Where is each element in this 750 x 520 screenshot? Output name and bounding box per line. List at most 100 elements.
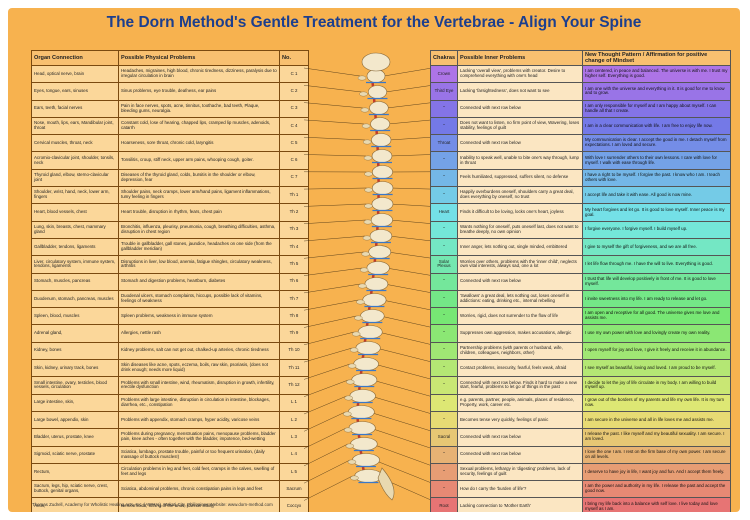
chakra-connector-line — [369, 411, 433, 432]
organ-connector-line — [304, 363, 351, 380]
vertebra — [354, 469, 383, 483]
organ-connector-line — [304, 395, 347, 415]
header-organ-connection: Organ Connection — [31, 50, 119, 66]
organ-connector-line — [304, 137, 366, 141]
organ-row: Sacrum, legs, hip, sciatic nerve, crest,… — [31, 480, 309, 499]
physical-problems-cell: Constant cold, lose of hearing, chapped … — [118, 116, 280, 136]
chakra-connector-line — [385, 85, 433, 93]
vertebra-process — [347, 459, 357, 465]
organ-connector-line — [304, 267, 363, 276]
organ-connection-cell: Liver, circulatory system, immune system… — [31, 255, 119, 274]
affirmation-cell: I accept life and take it with ease. All… — [582, 186, 731, 205]
inner-problem-cell: Sexual problems, lethargy in 'digesting'… — [457, 462, 583, 482]
header-physical-problems: Possible Physical Problems — [118, 50, 280, 66]
inner-problem-cell: Connected with next row below. Finds it … — [457, 376, 583, 395]
vertebra-number-cell: Coccyx — [279, 497, 309, 512]
header-number: No. — [279, 50, 309, 66]
vertebra-process — [354, 315, 363, 321]
organ-connector-line — [304, 379, 349, 397]
physical-problems-cell: Trouble in gallbladder, gall stones, jau… — [118, 237, 280, 257]
organ-connector-line — [304, 411, 346, 432]
chakra-cell: " — [430, 376, 458, 395]
affirmation-cell: I love the one I am. I rest on the firm … — [582, 445, 731, 464]
vertebra — [362, 293, 387, 307]
chakra-connector-line — [388, 119, 433, 125]
chakra-connector-line — [390, 187, 433, 190]
chakra-cell: " — [430, 186, 458, 205]
organ-connector-line — [304, 283, 361, 294]
chakra-cell: " — [430, 359, 458, 378]
chakra-cell: " — [430, 289, 458, 309]
affirmation-cell: I let life flow through me. I have the w… — [582, 255, 731, 274]
chakra-connector-line — [374, 363, 433, 380]
vertebra-process — [364, 187, 373, 193]
vertebra-process — [345, 443, 355, 449]
organ-connector-line — [304, 443, 348, 467]
vertebra — [366, 69, 386, 83]
organ-connector-line — [304, 235, 365, 242]
physical-problems-cell: Heart trouble, disruption in rhythm, fea… — [118, 203, 280, 222]
inner-problem-cell: How do I carry the 'burden of life'? — [457, 480, 583, 499]
chakra-cell: Throat — [430, 134, 458, 153]
vertebra-number-cell: L 2 — [279, 410, 309, 430]
chakra-row: "Inability to speak well, unable to bite… — [430, 151, 731, 170]
header-chakras: Chakras — [430, 50, 458, 66]
organ-connector-line — [304, 347, 353, 363]
chakra-cell: Sacral — [430, 428, 458, 447]
vertebra-process — [347, 363, 357, 369]
affirmation-cell: I give to myself the gift of forgiveness… — [582, 237, 731, 257]
chakra-cell: Third Eye — [430, 82, 458, 101]
vertebra — [355, 341, 381, 355]
vertebra — [352, 453, 380, 467]
vertebra-process — [363, 155, 373, 161]
chakra-connector-line — [387, 251, 433, 259]
chakra-cell: " — [430, 480, 458, 499]
inner-problem-cell: Does not want to listen, no firm point o… — [457, 116, 583, 136]
inner-problem-cell: Inner anger, lets nothing out, single mi… — [457, 237, 583, 257]
vertebra-process — [350, 475, 359, 481]
organ-connector-line — [304, 475, 353, 501]
organ-connector-line — [304, 203, 367, 207]
header-affirmation: New Thought Pattern / Affirmation for po… — [582, 50, 731, 66]
organ-connection-cell: Heart, blood vessels, chest — [31, 203, 119, 222]
organ-connection-cell: Rectum, — [31, 462, 119, 482]
vertebra-process — [357, 75, 367, 81]
chakra-cell: " — [430, 410, 458, 430]
organ-connector-line — [304, 299, 359, 311]
chakra-cell: " — [430, 445, 458, 464]
organ-table: Organ Connection Possible Physical Probl… — [31, 50, 309, 512]
vertebra — [371, 197, 394, 211]
inner-problem-cell: Worries, rigid, does not surrender to th… — [457, 307, 583, 326]
affirmation-cell: I am one with the universe and everythin… — [582, 82, 731, 101]
inner-problem-cell: Connected with next row below — [457, 428, 583, 447]
chakra-connector-line — [386, 267, 433, 276]
physical-problems-cell: Circulation problems in leg and feet, co… — [118, 462, 280, 482]
footer-credit: Thomas Zudrell, Academy for Wholistic He… — [32, 502, 273, 507]
physical-problems-cell: Hoarseness, sore throat, chronic cold, l… — [118, 134, 280, 153]
chakra-connector-line — [370, 395, 433, 415]
physical-problems-cell: Problems during pregnancy, menstruation … — [118, 428, 280, 447]
vertebra — [350, 437, 378, 451]
chakra-table: Chakras Possible Inner Problems New Thou… — [430, 50, 731, 512]
chakra-cell: " — [430, 116, 458, 136]
vertebra — [371, 133, 392, 147]
organ-connector-line — [304, 119, 365, 125]
vertebra-number-cell: C 1 — [279, 64, 309, 84]
chakra-row: "e.g. parents, partner, people, animals,… — [430, 393, 731, 412]
chakra-table-header: Chakras Possible Inner Problems New Thou… — [430, 50, 731, 66]
vertebra-number-cell: Th 4 — [279, 237, 309, 257]
physical-problems-cell: Problems with large intestine, disruptio… — [118, 393, 280, 412]
chakra-connector-line — [378, 331, 433, 345]
inner-problem-cell: Connected with next row below — [457, 272, 583, 291]
chakra-row: "Does not want to listen, no firm point … — [430, 116, 731, 136]
inner-problem-cell: Lacking connection to 'Mother Earth' — [457, 497, 583, 512]
organ-row: Small intestine, ovary, testicles, blood… — [31, 376, 309, 395]
affirmation-cell: I open myself for joy and love, I give i… — [582, 341, 731, 361]
organ-connection-cell: Bladder, uterus, prostate, knee — [31, 428, 119, 447]
